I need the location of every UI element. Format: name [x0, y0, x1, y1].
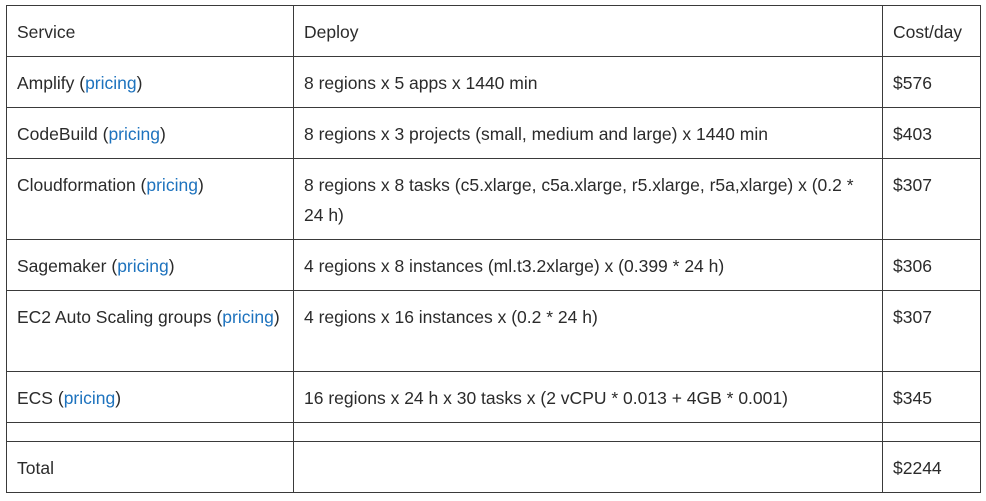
pricing-link-sagemaker[interactable]: pricing: [117, 256, 169, 276]
cost-cell: $307: [882, 290, 981, 372]
service-cell: EC2 Auto Scaling groups (pricing): [6, 290, 294, 372]
total-row: Total $2244: [6, 441, 981, 493]
header-deploy: Deploy: [293, 5, 883, 57]
cost-cell: $403: [882, 107, 981, 159]
service-cell: Cloudformation (pricing): [6, 158, 294, 240]
table-row: Cloudformation (pricing) 8 regions x 8 t…: [6, 158, 981, 240]
table-row: Sagemaker (pricing) 4 regions x 8 instan…: [6, 239, 981, 291]
header-cost: Cost/day: [882, 5, 981, 57]
pricing-link-ec2-asg[interactable]: pricing: [222, 307, 274, 327]
deploy-cell: 16 regions x 24 h x 30 tasks x (2 vCPU *…: [293, 371, 883, 423]
deploy-cell: 8 regions x 3 projects (small, medium an…: [293, 107, 883, 159]
total-cost: $2244: [882, 441, 981, 493]
table-header-row: Service Deploy Cost/day: [6, 5, 981, 57]
table-row: ECS (pricing) 16 regions x 24 h x 30 tas…: [6, 371, 981, 423]
table-row: CodeBuild (pricing) 8 regions x 3 projec…: [6, 107, 981, 159]
cost-cell: $345: [882, 371, 981, 423]
empty-cell: [882, 422, 981, 442]
deploy-cell: 8 regions x 8 tasks (c5.xlarge, c5a.xlar…: [293, 158, 883, 240]
total-deploy: [293, 441, 883, 493]
service-cell: Sagemaker (pricing): [6, 239, 294, 291]
empty-row: [6, 422, 981, 442]
empty-cell: [6, 422, 294, 442]
cost-cell: $307: [882, 158, 981, 240]
deploy-cell: 4 regions x 16 instances x (0.2 * 24 h): [293, 290, 883, 372]
service-name: ECS: [17, 388, 53, 408]
service-name: Cloudformation: [17, 175, 136, 195]
cost-cell: $306: [882, 239, 981, 291]
table-row: Amplify (pricing) 8 regions x 5 apps x 1…: [6, 56, 981, 108]
service-name: Sagemaker: [17, 256, 107, 276]
total-label: Total: [6, 441, 294, 493]
pricing-link-codebuild[interactable]: pricing: [108, 124, 161, 144]
service-name: EC2 Auto Scaling groups: [17, 307, 212, 327]
pricing-link-ecs[interactable]: pricing: [63, 388, 116, 408]
table-row: EC2 Auto Scaling groups (pricing) 4 regi…: [6, 290, 981, 372]
header-service: Service: [6, 5, 294, 57]
cost-cell: $576: [882, 56, 981, 108]
service-name: CodeBuild: [17, 124, 98, 144]
cost-table: Service Deploy Cost/day Amplify (pricing…: [6, 5, 981, 493]
empty-cell: [293, 422, 883, 442]
service-cell: ECS (pricing): [6, 371, 294, 423]
pricing-link-cloudformation[interactable]: pricing: [146, 175, 198, 195]
deploy-cell: 8 regions x 5 apps x 1440 min: [293, 56, 883, 108]
service-cell: Amplify (pricing): [6, 56, 294, 108]
deploy-cell: 4 regions x 8 instances (ml.t3.2xlarge) …: [293, 239, 883, 291]
pricing-link-amplify[interactable]: pricing: [85, 73, 137, 93]
service-cell: CodeBuild (pricing): [6, 107, 294, 159]
service-name: Amplify: [17, 73, 75, 93]
